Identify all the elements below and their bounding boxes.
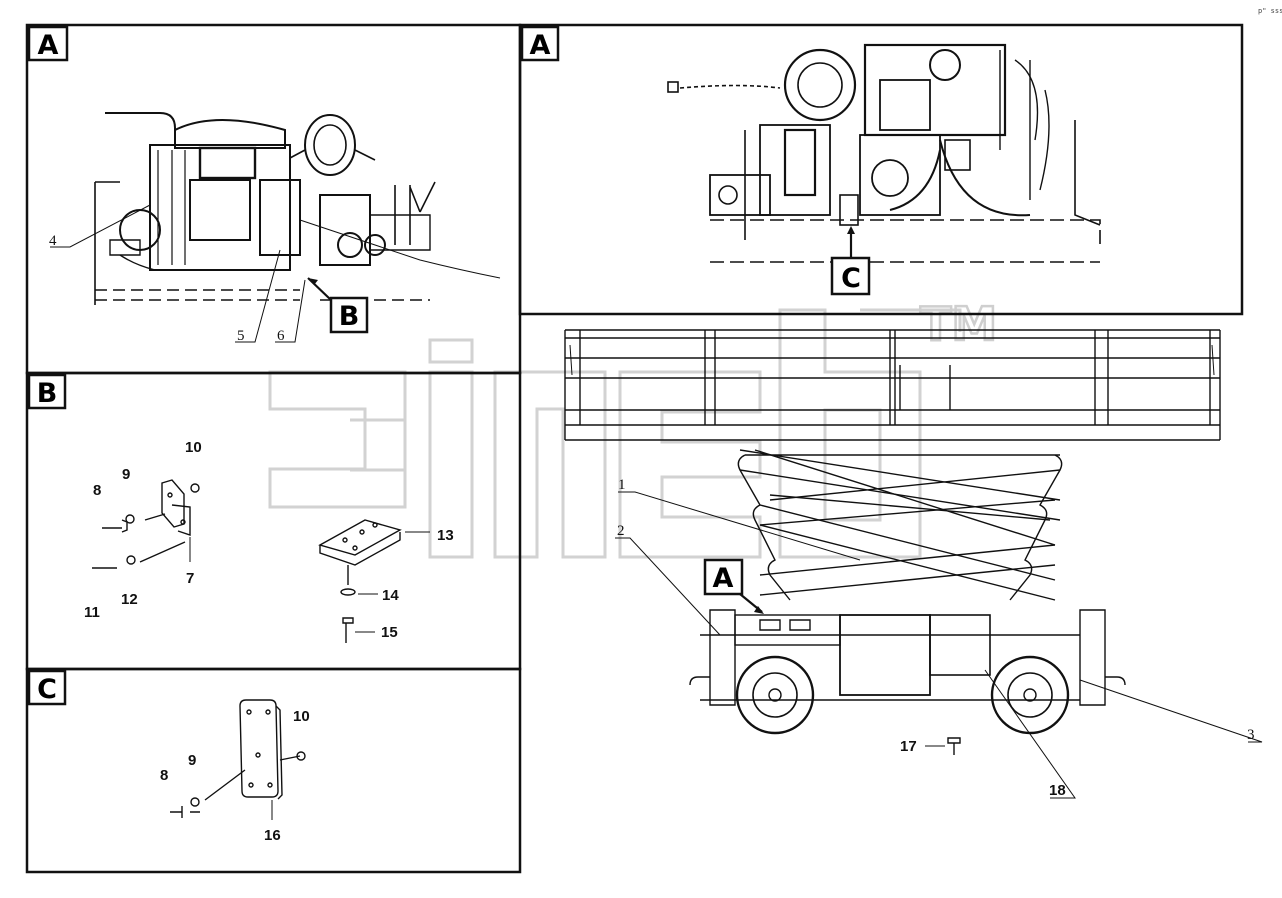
part-label-1: 1 [618,477,626,493]
part-label-9-c: 9 [188,752,196,769]
panel-tag-a-right: A [520,25,560,62]
svg-text:C: C [841,263,861,294]
plate-assembly-c [170,699,306,818]
panel-tag-a-left: A [27,25,69,62]
part-label-10-b: 10 [185,439,202,456]
part-label-14: 14 [382,587,399,604]
trademark-mark: TM [920,297,997,351]
part-label-16: 16 [264,827,281,844]
panel-tag-c: C [27,669,67,706]
scissor-lift-overview [564,329,1221,755]
corner-code: p" sss [1258,7,1282,15]
callout-tag-a-machine: A [703,558,764,614]
part-label-8-c: 8 [160,767,168,784]
leader-lines-machine [615,491,1263,799]
part-label-17: 17 [900,738,917,755]
leader-lines-a [50,204,306,343]
part-label-4: 4 [49,233,57,249]
part-label-11: 11 [84,604,100,621]
part-label-9-b: 9 [122,466,130,483]
svg-text:A: A [38,30,59,61]
svg-text:A: A [530,30,551,61]
part-label-6: 6 [277,328,285,344]
part-label-13: 13 [437,527,454,544]
svg-text:A: A [713,563,734,594]
panel-tag-b: B [27,373,67,410]
part-label-2: 2 [617,523,625,539]
part-label-5: 5 [237,328,245,344]
part-label-3: 3 [1247,727,1255,743]
callout-tag-b: B [307,277,369,334]
watermark [268,308,962,559]
engine-side-view [94,112,501,305]
engine-top-view [667,43,1101,263]
callout-tag-c: C [830,226,871,296]
svg-text:B: B [339,301,360,332]
part-label-15: 15 [381,624,398,641]
leader-lines-b [189,531,430,633]
svg-text:C: C [37,674,57,705]
part-label-10-c: 10 [293,708,310,725]
part-label-12: 12 [121,591,138,608]
part-label-18: 18 [1049,782,1066,799]
bracket-assembly-b [92,479,402,643]
svg-text:B: B [37,378,58,409]
panel-frames [25,23,1244,874]
part-label-7: 7 [186,570,194,587]
part-label-8-b: 8 [93,482,101,499]
